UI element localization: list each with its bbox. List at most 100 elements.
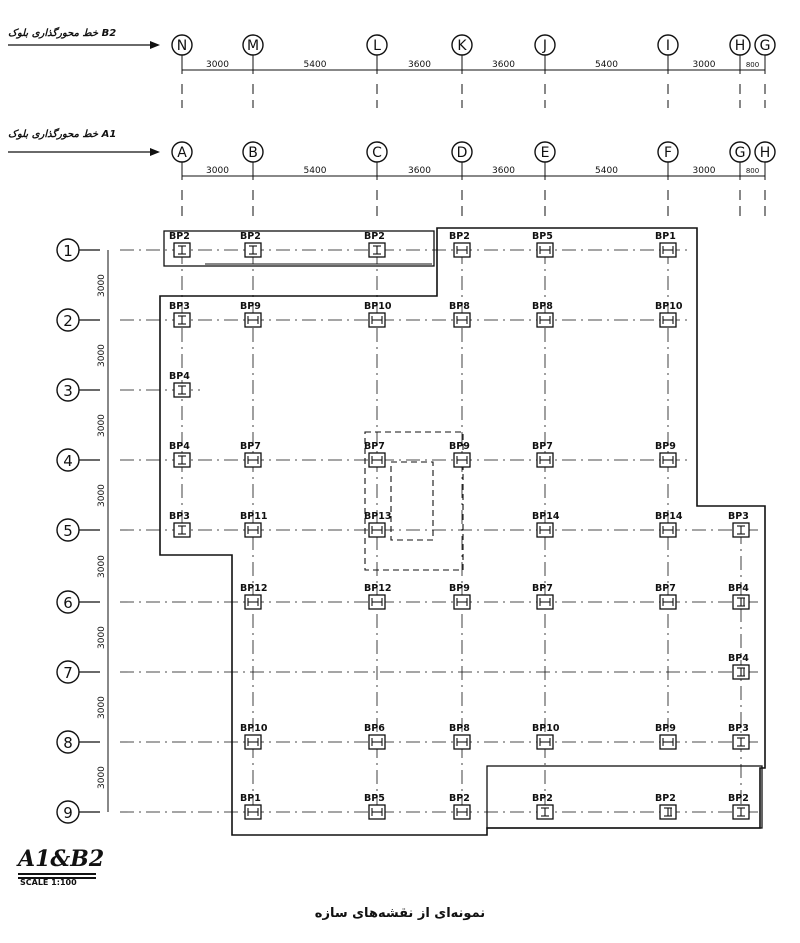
footing: BP8 (449, 723, 471, 750)
footing-label: BP10 (240, 723, 268, 734)
a1-axis-label: E (541, 145, 550, 161)
b2-axis-label: K (457, 38, 467, 54)
figure-caption: نمونه‌ای از نقشه‌های سازه (314, 906, 486, 921)
footing-label: BP9 (655, 441, 676, 452)
footing: BP10 (532, 723, 560, 750)
row-dim-value: 3000 (97, 555, 107, 578)
footing-label: BP2 (169, 231, 190, 242)
footing-label: BP7 (364, 441, 385, 452)
row-axis-label: 2 (63, 312, 73, 330)
a1-axis-label: H (760, 145, 771, 161)
shaft-dashed-outer (364, 431, 464, 571)
footing-label: BP14 (655, 511, 683, 522)
footing: BP4 (728, 653, 750, 680)
footing: BP2 (449, 231, 471, 258)
footing: BP14 (532, 511, 560, 538)
b2-axis-label: J (542, 38, 547, 54)
footing-label: BP4 (169, 371, 190, 382)
footing-label: BP12 (240, 583, 267, 594)
row-axis-label: 6 (63, 594, 73, 612)
footing-label: BP10 (364, 301, 392, 312)
footing-label: BP3 (169, 511, 190, 522)
footing-label: BP2 (655, 793, 676, 804)
b2-dim-value: 800 (746, 61, 759, 69)
row-dim-value: 3000 (97, 344, 107, 367)
footing-label: BP7 (532, 441, 553, 452)
footing: BP10 (240, 723, 268, 750)
tie-beam-strip (163, 230, 435, 267)
footing-label: BP5 (364, 793, 385, 804)
footing-label: BP6 (364, 723, 385, 734)
footing: BP7 (532, 441, 554, 468)
footing-label: BP9 (449, 441, 470, 452)
b2-label: خط محورگذاری بلوک B2 (8, 26, 116, 39)
title-underline (18, 873, 96, 875)
footing: BP7 (655, 583, 677, 610)
footing: BP4 (169, 371, 191, 398)
a1-axis-label: C (372, 145, 382, 161)
footing-label: BP5 (532, 231, 553, 242)
b2-axis-label: G (760, 38, 771, 54)
footing-label: BP3 (728, 723, 749, 734)
footing: BP2 (655, 793, 677, 820)
b2-arrow-head (150, 41, 160, 49)
footing: BP2 (169, 231, 191, 258)
footing: BP1 (240, 793, 262, 820)
footing: BP10 (364, 301, 392, 328)
footing: BP3 (728, 511, 750, 538)
b2-dim-value: 3600 (492, 60, 515, 70)
a1-dim-value: 3600 (408, 166, 431, 176)
a1-axis-label: F (664, 145, 672, 161)
b2-axis-label: N (177, 38, 187, 54)
row-dim-value: 3000 (97, 766, 107, 789)
a1-dim-value: 3000 (206, 166, 229, 176)
row-axis-label: 9 (63, 804, 73, 822)
b2-dim-value: 3000 (206, 60, 229, 70)
footing: BP2 (449, 793, 471, 820)
footing-label: BP9 (449, 583, 470, 594)
footing-label: BP8 (449, 723, 470, 734)
footing-label: BP4 (728, 653, 749, 664)
footing: BP9 (449, 441, 471, 468)
a1-axis-label: B (248, 145, 258, 161)
footing: BP9 (655, 723, 677, 750)
row-axis-label: 1 (63, 242, 73, 260)
footing-label: BP2 (532, 793, 553, 804)
footing: BP2 (240, 231, 262, 258)
a1-label: خط محورگذاری بلوک A1 (8, 127, 116, 140)
footing-label: BP1 (655, 231, 676, 242)
b2-axis-label: L (373, 38, 381, 54)
footing-label: BP7 (532, 583, 553, 594)
footing: BP3 (169, 511, 191, 538)
a1-dim-value: 800 (746, 167, 759, 175)
b2-axis-label: I (666, 38, 670, 54)
footing: BP12 (240, 583, 267, 610)
row-dim-value: 3000 (97, 696, 107, 719)
pit-outline (486, 765, 763, 829)
row-axis-label: 3 (63, 382, 73, 400)
footing: BP5 (364, 793, 386, 820)
footing: BP2 (532, 793, 554, 820)
b2-dim-value: 3600 (408, 60, 431, 70)
footing: BP2 (364, 231, 386, 258)
footing-label: BP1 (240, 793, 261, 804)
row-axis-label: 8 (63, 734, 73, 752)
footing-label: BP4 (728, 583, 749, 594)
a1-axis-label: D (457, 145, 468, 161)
footing: BP7 (532, 583, 554, 610)
footing: BP8 (532, 301, 554, 328)
a1-axis-label: A (177, 145, 187, 161)
row-dim-value: 3000 (97, 626, 107, 649)
b2-dim-value: 3000 (693, 60, 716, 70)
footing-label: BP12 (364, 583, 391, 594)
footing: BP9 (240, 301, 262, 328)
footing-label: BP2 (449, 231, 470, 242)
footing: BP11 (240, 511, 267, 538)
footing-label: BP11 (240, 511, 267, 522)
footing: BP3 (169, 301, 191, 328)
footing-label: BP7 (240, 441, 261, 452)
footing-label: BP2 (449, 793, 470, 804)
shaft-dashed-inner (390, 461, 434, 541)
footing: BP6 (364, 723, 386, 750)
